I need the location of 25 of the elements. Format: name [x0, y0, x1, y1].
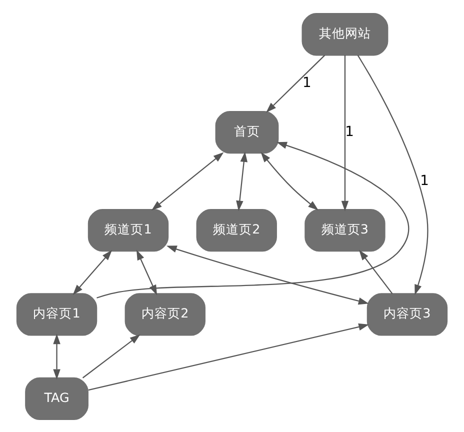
node-box: 其他网站	[302, 12, 388, 56]
node-box: TAG	[25, 376, 88, 420]
arrow	[260, 151, 318, 210]
node-box: 频道页2	[196, 208, 277, 252]
node-box: 内容页2	[124, 292, 206, 336]
arrow	[72, 249, 112, 295]
edge-label: 1	[345, 123, 354, 140]
arrow	[88, 322, 370, 390]
arrow	[358, 249, 393, 294]
node-box: 内容页3	[366, 292, 448, 336]
arrow	[53, 333, 60, 380]
edge-label: 1	[302, 74, 312, 90]
arrow	[357, 54, 428, 295]
arrow	[266, 54, 326, 112]
arrow	[166, 245, 369, 304]
edge-label: 1	[420, 172, 429, 188]
node-box: 内容页1	[16, 292, 98, 336]
node-box: 频道页1	[88, 208, 169, 252]
node-box: 首页	[215, 110, 279, 154]
arrow	[96, 141, 410, 298]
arrow	[236, 151, 248, 211]
arrow	[341, 54, 349, 211]
arrow	[151, 152, 224, 210]
arrow	[82, 334, 140, 378]
node-box: 频道页3	[304, 208, 386, 252]
